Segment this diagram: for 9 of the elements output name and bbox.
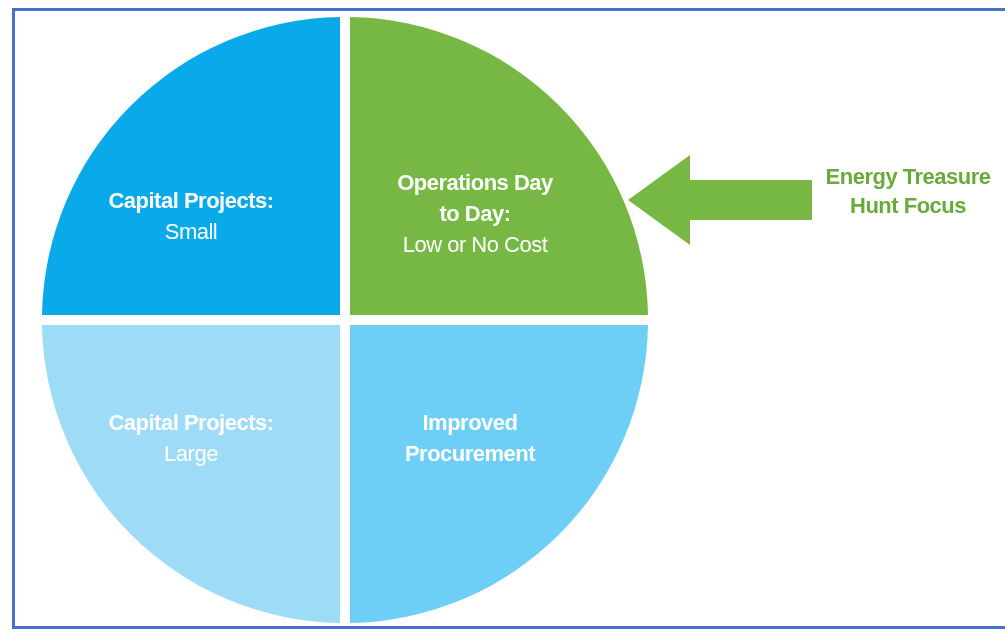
sector-heading: Improved Procurement (403, 409, 537, 468)
block-arrow (628, 155, 812, 245)
sector-subtext: Low or No Cost (401, 231, 549, 259)
sector-subtext: Large (163, 440, 219, 468)
sector-heading: Capital Projects: (107, 187, 275, 215)
sector-heading: Operations Day to Day: (396, 169, 554, 228)
sector-heading: Capital Projects: (107, 409, 275, 437)
focus-label: Energy Treasure Hunt Focus (824, 163, 992, 220)
sector-subtext: Small (163, 218, 219, 246)
